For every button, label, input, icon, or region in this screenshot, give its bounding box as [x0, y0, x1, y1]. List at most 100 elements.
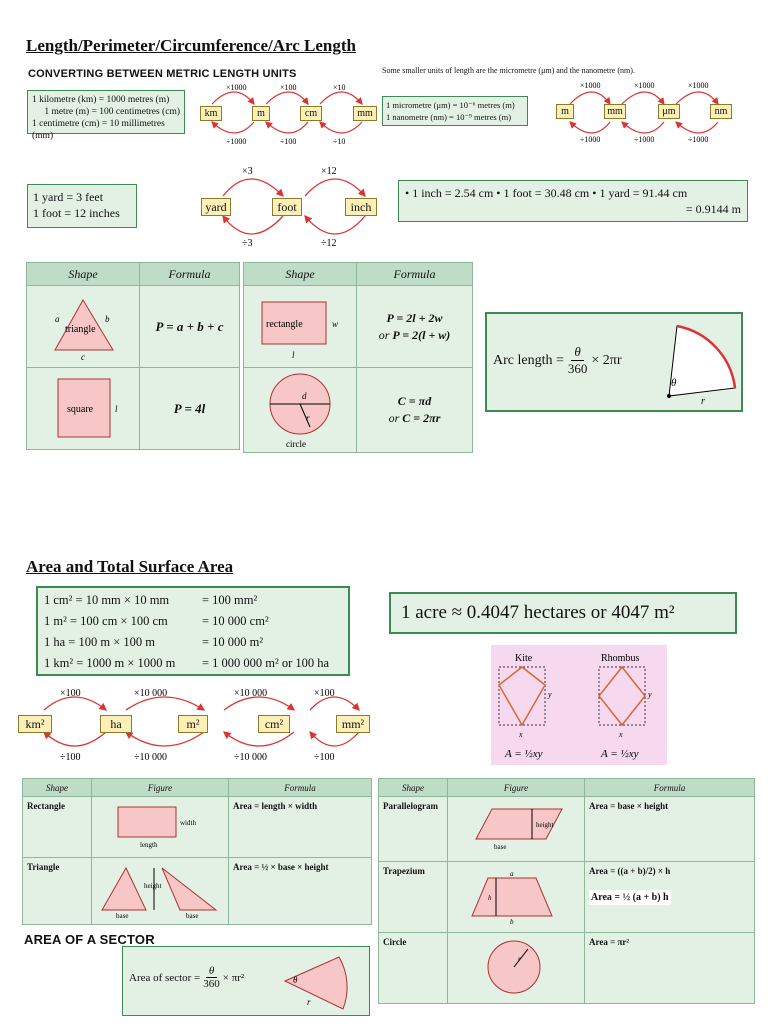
shape-name: Trapezium — [378, 861, 448, 933]
arc-length-box: Arc length = θ 360 × 2πr θ r — [485, 312, 743, 412]
unit-mm2: mm² — [336, 715, 370, 733]
ca-r-text: r — [518, 955, 521, 963]
fraction: θ 360 — [203, 965, 220, 990]
area-facts-grid: 1 cm² = 10 mm × 10 mm = 100 mm² 1 m² = 100… — [44, 590, 342, 674]
rect-l-text: l — [292, 350, 295, 360]
metric-conversion-diagram: ×1000 ×100 ×10 ÷1000 ÷100 ÷10 — [211, 83, 363, 146]
sq-label-text: square — [67, 404, 94, 415]
sector-figure: θ r — [667, 324, 737, 407]
id0-text: ÷3 — [242, 238, 253, 249]
triangle-formula: P = a + b + c — [139, 285, 240, 368]
formula-line: P = 2l + 2w — [386, 310, 443, 325]
md0-text: ÷1000 — [226, 137, 246, 146]
ta-h-text: height — [144, 882, 162, 890]
col-header: Formula — [228, 778, 372, 797]
md2-text: ÷10 — [333, 137, 345, 146]
parallelogram-formula: Area = base × height — [584, 796, 755, 862]
kite-y-text: y — [547, 690, 552, 699]
unit-ha: ha — [100, 715, 132, 733]
col-header: Shape — [22, 778, 92, 797]
unit-m2: m² — [178, 715, 208, 733]
id1-text: ÷12 — [321, 238, 337, 249]
unit-mm: mm — [353, 106, 377, 121]
denominator: 360 — [567, 361, 588, 376]
col-header: Formula — [356, 262, 473, 286]
arc-length-formula: Arc length = θ 360 × 2πr — [493, 344, 622, 377]
ra-w-text: width — [180, 819, 196, 827]
sd1-text: ÷1000 — [634, 135, 654, 144]
metric-fact: 1 centimetre (cm) = 10 millimetres (mm) — [32, 119, 165, 141]
unit-cm: cm — [300, 106, 322, 121]
formula-line: C = 2πr — [402, 411, 441, 425]
numerator: θ — [205, 965, 218, 978]
imperial-facts-box: 1 yard = 3 feet 1 foot = 12 inches — [27, 184, 137, 228]
shape-name: Parallelogram — [378, 796, 448, 862]
conversion-line: • 1 inch = 2.54 cm • 1 foot = 30.48 cm •… — [405, 186, 688, 200]
metric-facts-box: 1 kilometre (km) = 1000 metres (m) 1 met… — [27, 90, 185, 141]
kite-f-text: A = ½xy — [504, 748, 543, 760]
ad1-text: ÷10 000 — [134, 752, 167, 763]
triangle-cell: triangle a b c — [26, 285, 140, 368]
conversion-line: = 0.9144 m — [685, 202, 741, 216]
small-facts-box: 1 micrometre (μm) = 10⁻⁶ metres (m) 1 na… — [382, 96, 528, 126]
unit-foot: foot — [272, 198, 302, 216]
ra-l-text: length — [140, 841, 158, 849]
metric-fact: 1 kilometre (km) = 1000 metres (m) — [32, 95, 170, 105]
area-fact: = 10 000 cm² — [202, 614, 269, 628]
formula-line: P = 2(l + w) — [392, 327, 451, 342]
section-title-length: Length/Perimeter/Circumference/Arc Lengt… — [26, 36, 356, 55]
rh-y-text: y — [647, 690, 652, 699]
ta-b2-text: base — [186, 912, 198, 918]
area-fact: = 1 000 000 m² or 100 ha — [202, 656, 330, 670]
tri-a-text: a — [55, 314, 60, 324]
kite-rhombus-panel: Kite Rhombus x y x y A = ½xy A = ½xy — [491, 645, 667, 765]
circ-d-text: d — [302, 391, 307, 401]
tz-a-text: a — [510, 870, 514, 878]
or-label: or — [378, 327, 390, 342]
area-fact: 1 cm² = 10 mm × 10 mm — [44, 593, 170, 607]
circle-formula: C = πd or C = 2πr — [356, 367, 473, 453]
am2-text: ×10 000 — [234, 688, 267, 699]
metric-heading: CONVERTING BETWEEN METRIC LENGTH UNITS — [28, 68, 297, 80]
imperial-metric-box: • 1 inch = 2.54 cm • 1 foot = 30.48 cm •… — [398, 180, 748, 222]
area-fact: = 100 mm² — [202, 593, 258, 607]
mm2-text: ×10 — [333, 83, 346, 92]
sector-heading: AREA OF A SECTOR — [24, 932, 155, 947]
numerator: θ — [571, 344, 584, 361]
arc-label: Arc length = — [493, 352, 564, 368]
sector-area-figure: θ r — [283, 956, 348, 1010]
am0-text: ×100 — [60, 688, 81, 699]
or-label: or — [388, 411, 400, 425]
metric-fact: 1 metre (m) = 100 centimetres (cm) — [44, 107, 180, 117]
area-fact: 1 m² = 100 cm × 100 cm — [44, 614, 168, 628]
sd2-text: ÷1000 — [688, 135, 708, 144]
unit-yard: yard — [201, 198, 231, 216]
area-conversion-diagram: ×100×10 000×10 000×100 ÷100÷10 000÷10 00… — [43, 688, 360, 763]
square-cell: square l — [26, 367, 140, 450]
shape-name: Rectangle — [22, 796, 92, 858]
am3-text: ×100 — [314, 688, 335, 699]
area-fact: 1 ha = 100 m × 100 m — [44, 635, 155, 649]
sector-box: Area of sector = θ 360 × πr² θ r — [122, 946, 370, 1016]
rectangle-formula: P = 2l + 2w or P = 2(l + w) — [356, 285, 473, 368]
smaller-units-note: Some smaller units of length are the mic… — [382, 66, 635, 75]
denominator: 360 — [203, 978, 220, 990]
section-title-area: Area and Total Surface Area — [26, 557, 234, 576]
arc-r-text: r — [701, 396, 705, 407]
rect-label-text: rectangle — [266, 319, 303, 330]
sector-label: Area of sector = — [129, 971, 201, 984]
area-fact: 1 km² = 1000 m × 1000 m — [44, 656, 176, 670]
kite-title-text: Kite — [515, 653, 533, 664]
kite-rhombus-figure: Kite Rhombus x y x y A = ½xy A = ½xy — [498, 653, 652, 760]
small-fact: 1 micrometre (μm) = 10⁻⁶ metres (m) — [386, 100, 515, 110]
mm1-text: ×100 — [280, 83, 297, 92]
col-header: Shape — [26, 262, 140, 286]
area-fact: = 10 000 m² — [202, 635, 264, 649]
pa-b-text: base — [494, 843, 506, 851]
